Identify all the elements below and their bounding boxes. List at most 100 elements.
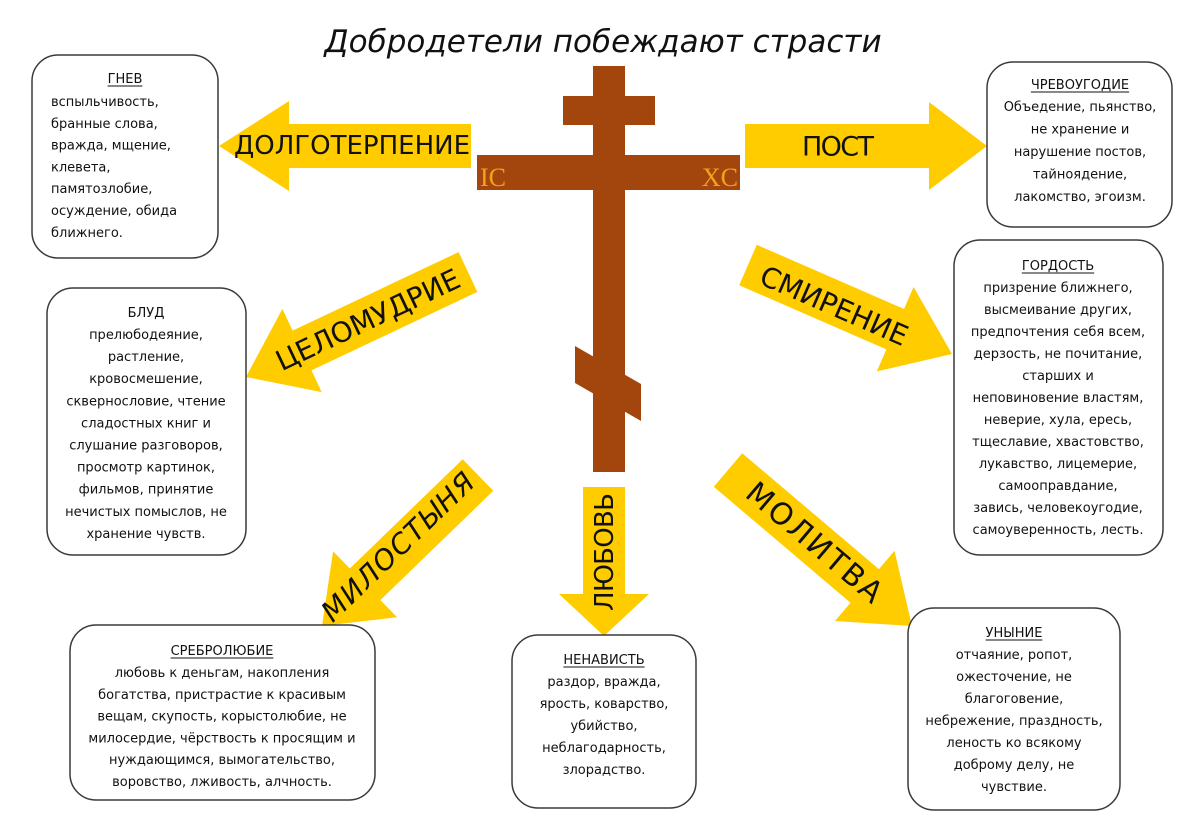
passion-box-frame: [986, 61, 1173, 228]
diagram-title: Добродетели побеждают страсти: [322, 24, 881, 60]
passion-description-line: неповиновение властям,: [973, 391, 1144, 406]
passion-description-line: сладостных книг и: [81, 416, 211, 431]
passion-description-line: милосердие, чёрствость к просящим и: [88, 731, 355, 746]
passion-description-line: убийство,: [570, 719, 637, 734]
passion-description-line: вражда, мщение,: [51, 139, 171, 154]
passion-description-line: чувствие.: [981, 780, 1047, 795]
passion-description-line: нуждающимся, вымогательство,: [109, 753, 335, 768]
passion-box-hatred: НЕНАВИСТЬ раздор, вражда, ярость, коварств…: [511, 634, 697, 809]
cross-letters-xc: XC: [702, 163, 738, 192]
passion-title-hatred: НЕНАВИСТЬ: [563, 653, 644, 668]
passion-box-despondency: УНЫНИЕ отчаяние, ропот, ожесточение, не бла…: [907, 607, 1121, 811]
arrow-longsuffering: ДОЛГОТЕРПЕНИЕ: [219, 101, 471, 191]
arrow-humility: СМИРЕНИЕ: [739, 244, 952, 372]
passion-description-line: нарушение постов,: [1014, 145, 1146, 160]
passion-description-line: предпочтения себя всем,: [971, 325, 1145, 340]
arrow-humility-shape: [739, 244, 952, 372]
virtue-label-prayer: МОЛИТВА: [739, 475, 890, 611]
arrow-love: ЛЮБОВЬ: [559, 487, 649, 636]
passion-title-avarice: СРЕБРОЛЮБИЕ: [171, 644, 274, 659]
passion-box-pride: ГОРДОСТЬ призрение ближнего, высмеивание д…: [953, 239, 1164, 556]
passion-title-gluttony: ЧРЕВОУГОДИЕ: [1031, 78, 1129, 93]
passion-box-frame: [953, 239, 1164, 556]
arrow-fasting: ПОСТ: [745, 102, 987, 190]
passion-title-fornication: БЛУД: [128, 306, 165, 321]
passion-description-line: вещам, скупость, корыстолюбие, не: [97, 710, 346, 725]
passion-description-line: лукавство, лицемерие,: [979, 457, 1137, 472]
virtue-label-chastity: ЦЕЛОМУДРИЕ: [271, 262, 466, 377]
passion-description-line: ближнего.: [51, 226, 123, 241]
arrow-almsgiving-shape: [322, 459, 494, 626]
passion-description-line: неверие, хула, ересь,: [984, 413, 1132, 428]
virtue-label-longsuffering: ДОЛГОТЕРПЕНИЕ: [234, 131, 470, 161]
passion-description-line: Объедение, пьянство,: [1004, 100, 1157, 115]
passion-description-line: нечистых помыслов, не: [65, 505, 227, 520]
passion-title-anger: ГНЕВ: [108, 72, 143, 87]
passion-description-line: сквернословие, чтение: [66, 394, 225, 409]
passion-title-pride: ГОРДОСТЬ: [1022, 259, 1094, 274]
passion-description-line: высмеивание других,: [984, 303, 1132, 318]
passion-box-frame: [31, 54, 219, 259]
passion-description-line: тайноядение,: [1033, 168, 1127, 183]
arrow-prayer-shape: [713, 453, 912, 626]
passion-description-line: воровство, лживость, алчность.: [112, 775, 332, 790]
arrow-love-shape: [559, 487, 649, 636]
passion-description-line: клевета,: [51, 160, 111, 175]
passion-box-frame: [907, 607, 1121, 811]
passion-description-line: леность ко всякому: [946, 736, 1081, 751]
passion-description-line: хранение чувств.: [86, 527, 205, 542]
passion-description-line: вспыльчивость,: [51, 95, 159, 110]
passion-description-line: самооправдание,: [998, 479, 1117, 494]
cross-letters-ic: IC: [480, 163, 506, 192]
passion-description-line: не хранение и: [1031, 123, 1130, 138]
passion-box-frame: [46, 287, 247, 556]
passion-description-line: лакомство, эгоизм.: [1014, 190, 1146, 205]
passion-box-anger: ГНЕВ вспыльчивость, бранные слова, вражда, …: [31, 54, 219, 259]
passion-description-line: дерзость, не почитание,: [974, 347, 1143, 362]
cross-vertical-beam: [593, 66, 625, 472]
passion-description-line: кровосмешение,: [89, 372, 203, 387]
passion-description-line: осуждение, обида: [51, 204, 177, 219]
passion-description-line: фильмов, принятие: [79, 483, 214, 498]
virtue-label-almsgiving: МИЛОСТЫНЯ: [315, 466, 482, 629]
virtue-label-fasting: ПОСТ: [802, 132, 875, 163]
passion-description-line: тщеславие, хвастовство,: [972, 435, 1144, 450]
passion-description-line: слушание разговоров,: [69, 439, 223, 454]
passion-description-line: просмотр картинок,: [77, 461, 215, 476]
arrow-chastity: ЦЕЛОМУДРИЕ: [246, 252, 478, 393]
arrow-chastity-shape: [246, 252, 478, 393]
passion-description-line: завись, человекоугодие,: [973, 501, 1143, 516]
passion-box-frame: [69, 624, 376, 801]
passion-description-line: раздор, вражда,: [547, 675, 660, 690]
passion-description-line: доброму делу, не: [954, 758, 1075, 773]
orthodox-cross: IC XC: [477, 66, 740, 472]
passion-box-gluttony: ЧРЕВОУГОДИЕ Объедение, пьянство, не хранен…: [986, 61, 1173, 228]
passion-box-fornication: БЛУД прелюбодеяние, растление, кровосмешени…: [46, 287, 247, 556]
passion-boxes: ГНЕВ вспыльчивость, бранные слова, вражда, …: [31, 54, 1173, 811]
passion-description-line: отчаяние, ропот,: [956, 648, 1073, 663]
passion-description-line: прелюбодеяние,: [89, 328, 203, 343]
passion-title-despondency: УНЫНИЕ: [986, 626, 1043, 641]
passion-description-line: растление,: [108, 350, 184, 365]
passion-description-line: бранные слова,: [51, 117, 158, 132]
cross-top-bar: [563, 96, 655, 125]
cross-main-bar: [477, 155, 740, 190]
virtue-label-love: ЛЮБОВЬ: [590, 493, 620, 611]
arrow-longsuffering-shape: [219, 101, 471, 191]
passion-box-frame: [511, 634, 697, 809]
arrow-fasting-shape: [745, 102, 987, 190]
passion-description-line: призрение ближнего,: [983, 281, 1132, 296]
passion-description-line: самоуверенность, лесть.: [973, 523, 1144, 538]
passion-description-line: ярость, коварство,: [540, 697, 669, 712]
passion-description-line: старших и: [1022, 369, 1094, 384]
passion-description-line: ожесточение, не: [956, 670, 1072, 685]
passion-description-line: неблагодарность,: [542, 741, 666, 756]
cross-slanted-foot-bar: [575, 346, 641, 421]
passion-description-line: любовь к деньгам, накопления: [115, 666, 330, 681]
passion-description-line: небрежение, праздность,: [925, 714, 1102, 729]
passion-description-line: памятозлобие,: [51, 182, 152, 197]
passion-description-line: благоговение,: [965, 692, 1064, 707]
arrow-prayer: МОЛИТВА: [713, 453, 912, 626]
